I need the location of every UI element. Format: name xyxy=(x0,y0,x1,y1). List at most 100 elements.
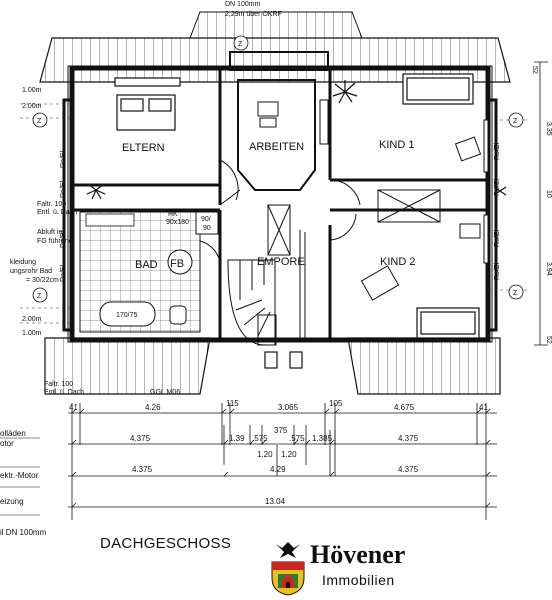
note-faltr-top-1: Faltr. 100 xyxy=(37,201,66,208)
note-roel-2: Ro/El xyxy=(60,180,67,198)
dim-r3-1: 4.375 xyxy=(132,465,153,474)
brand-subtitle: Immobilien xyxy=(322,572,395,588)
note-abluft-1: Abluft ins xyxy=(37,229,66,236)
dim-r2-3: .575 xyxy=(252,434,268,443)
note-top-2: 2,29m über OKRF xyxy=(225,11,282,18)
note-roel-8: Ro/El xyxy=(494,262,501,280)
note-bekl-2: ungsrohr Bad xyxy=(10,268,52,275)
outer-walls xyxy=(62,65,498,343)
left-edge-lines xyxy=(0,437,40,516)
right-mark-3: 10 xyxy=(545,190,552,198)
dim-r1-6: 4.675 xyxy=(394,403,415,412)
right-mark-5: 52 xyxy=(545,336,552,344)
axis-markers xyxy=(32,35,524,303)
dim-r2-2: 1.39 xyxy=(229,434,245,443)
note-wanne-b: 90 xyxy=(203,225,211,232)
dim-r2-9: 1.20 xyxy=(281,450,297,459)
left-height-marks: 1.00m 2.00m 2.00m 1.00m xyxy=(22,87,42,337)
note-roel-1: Ro/El xyxy=(60,150,67,168)
label-empore: EMPORE xyxy=(257,256,305,268)
dimension-row-2: 4.375 1.39 .575 375 .575 1.385 4.375 1.2… xyxy=(130,426,419,459)
note-bekl-3: = 30/22cm xyxy=(26,277,59,284)
note-faltr-bot-1: Faltr. 100 xyxy=(44,381,73,388)
dim-r2-7: 4.375 xyxy=(398,434,419,443)
right-mark-1: 52 xyxy=(531,66,538,74)
marker-z-4: Z xyxy=(513,290,518,297)
legend-2: otor xyxy=(0,439,14,448)
marker-z-1: Z xyxy=(37,118,42,125)
left-mark-3: 2.00m xyxy=(22,316,42,323)
note-dusche: 90x180 xyxy=(166,219,189,226)
label-kind1: KIND 1 xyxy=(379,139,414,151)
note-bekl-1: kleidung xyxy=(10,259,36,266)
dim-r2-8: 1.20 xyxy=(257,450,273,459)
dimension-row-4: 13.04 xyxy=(265,497,286,506)
dim-r2-6: 1.385 xyxy=(312,434,333,443)
dim-r3-2: 4.29 xyxy=(270,465,286,474)
dimension-row-1: 41 4.26 115 3.065 105 4.675 41 xyxy=(69,399,488,412)
door-swings xyxy=(194,159,361,263)
brand-name: Hövener xyxy=(310,540,406,569)
note-hk: HK xyxy=(168,211,178,218)
right-edge-lines xyxy=(534,61,548,346)
note-abluft-2: FG führend xyxy=(37,238,73,245)
label-fb: FB xyxy=(170,258,184,270)
roof-outline xyxy=(39,11,511,395)
note-roel-7: Ro/El xyxy=(494,229,501,247)
left-mark-1: 1.00m xyxy=(22,87,42,94)
note-wanne-a: 90/ xyxy=(201,216,211,223)
staircase xyxy=(227,230,306,346)
legend-3: ektr.-Motor xyxy=(0,471,39,480)
plan-title: DACHGESCHOSS xyxy=(100,535,232,552)
legend-fragments: olläden otor ektr.-Motor eizung il DN 10… xyxy=(0,429,47,537)
brand-logo: Hövener Immobilien xyxy=(268,540,438,596)
label-eltern: ELTERN xyxy=(122,142,165,154)
right-mark-4: 3.94 xyxy=(545,262,552,276)
label-arbeiten: ARBEITEN xyxy=(249,141,304,153)
left-mark-4: 1.00m xyxy=(22,330,42,337)
right-mark-2: 3.35 xyxy=(545,122,552,136)
plant-icons xyxy=(86,80,507,200)
marker-z-5: Z xyxy=(238,41,243,48)
kind-furniture xyxy=(360,119,489,301)
desk-arbeiten xyxy=(257,99,329,145)
dim-r1-1: 41 xyxy=(69,403,78,412)
label-kind2: KIND 2 xyxy=(380,256,415,268)
skylights xyxy=(267,189,441,256)
note-faltr-top-2: Entl. ü. Dach xyxy=(37,209,77,216)
dim-r1-5: 105 xyxy=(329,399,343,408)
left-mark-2: 2.00m xyxy=(22,103,42,110)
label-bad: BAD xyxy=(135,259,158,271)
dim-r4-1: 13.04 xyxy=(265,497,286,506)
legend-1: olläden xyxy=(0,429,26,438)
dim-r1-2: 4.26 xyxy=(145,403,161,412)
note-roel-3: Ro/El xyxy=(60,230,67,248)
right-height-marks: 52 3.35 10 3.94 52 xyxy=(531,66,552,344)
legend-4: eizung xyxy=(0,497,24,506)
dim-r1-7: 41 xyxy=(479,403,488,412)
room-labels: ELTERN ARBEITEN KIND 1 KIND 2 BAD FB EMP… xyxy=(122,139,415,271)
note-roel-6: Ro/El xyxy=(494,178,501,196)
dim-r3-3: 4.375 xyxy=(398,465,419,474)
interior-walls xyxy=(72,51,488,340)
bed-eltern xyxy=(116,94,176,131)
crest-icon xyxy=(271,542,305,596)
marker-z-2: Z xyxy=(37,293,42,300)
marker-z-3: Z xyxy=(513,118,518,125)
dim-r2-4: 375 xyxy=(274,426,288,435)
dimension-lines xyxy=(68,403,497,520)
note-tub: 170/75 xyxy=(116,312,138,319)
note-top-1: DN 100mm xyxy=(225,1,261,8)
dim-r1-3: 115 xyxy=(226,399,239,408)
note-faltr-bot-2: Entl. ü. Dach xyxy=(44,389,84,396)
windows xyxy=(114,73,480,369)
legend-5: il DN 100mm xyxy=(0,528,47,537)
dim-r1-4: 3.065 xyxy=(278,403,299,412)
dim-r2-1: 4.375 xyxy=(130,434,151,443)
note-roel-4: Ro/El xyxy=(60,264,67,282)
plan-notes: DN 100mm 2,29m über OKRF Faltr. 100 Entl… xyxy=(10,1,518,396)
note-roel-5: Ro/El xyxy=(494,142,501,160)
bathroom xyxy=(79,211,219,333)
